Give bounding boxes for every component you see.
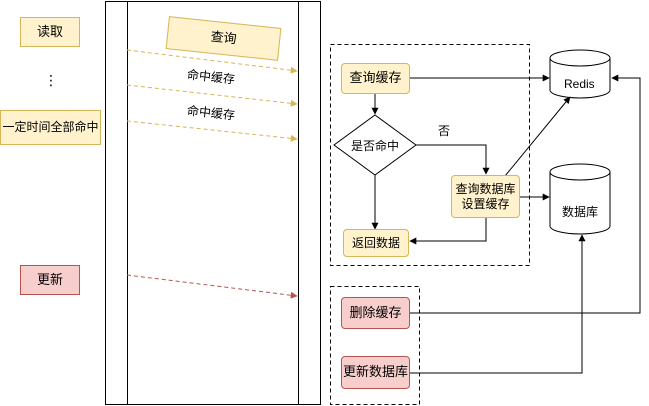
redis-label: Redis <box>564 77 595 91</box>
ellipsis-text: ⋮ <box>44 72 58 88</box>
return-data-box: 返回数据 <box>343 229 409 257</box>
update-arrow <box>126 274 298 299</box>
query-db-line: 查询数据库 <box>455 181 516 196</box>
read-box: 读取 <box>20 17 80 47</box>
decision-no-arrow <box>416 144 490 175</box>
query-db-to-redis-arrow <box>504 96 571 177</box>
timeline-frame <box>105 1 321 405</box>
database-cylinder <box>549 163 611 235</box>
decision-label: 是否命中 <box>351 139 400 153</box>
redis-cylinder <box>549 49 611 99</box>
update-flow-group <box>330 286 420 405</box>
no-label: 否 <box>438 124 451 138</box>
database-label: 数据库 <box>562 205 599 219</box>
hit-arrow-1 <box>126 49 298 74</box>
delete-cache-box: 删除缓存 <box>341 297 410 329</box>
db-to-return-arrow <box>409 218 487 245</box>
query-cache-box: 查询缓存 <box>341 63 410 94</box>
set-cache-line: 设置缓存 <box>461 196 510 211</box>
hit-arrow-2 <box>126 84 298 107</box>
update-db-box: 更新数据库 <box>341 356 410 389</box>
update-box: 更新 <box>20 265 80 295</box>
read-flow-group <box>330 44 530 266</box>
delete-cache-to-redis-arrow <box>410 74 641 314</box>
update-db-to-database-arrow <box>410 234 586 374</box>
hit-arrow-3 <box>126 120 298 142</box>
all-hit-box: 一定时间全部命中 <box>0 110 101 145</box>
query-db-set-cache-box: 查询数据库 设置缓存 <box>451 175 520 218</box>
